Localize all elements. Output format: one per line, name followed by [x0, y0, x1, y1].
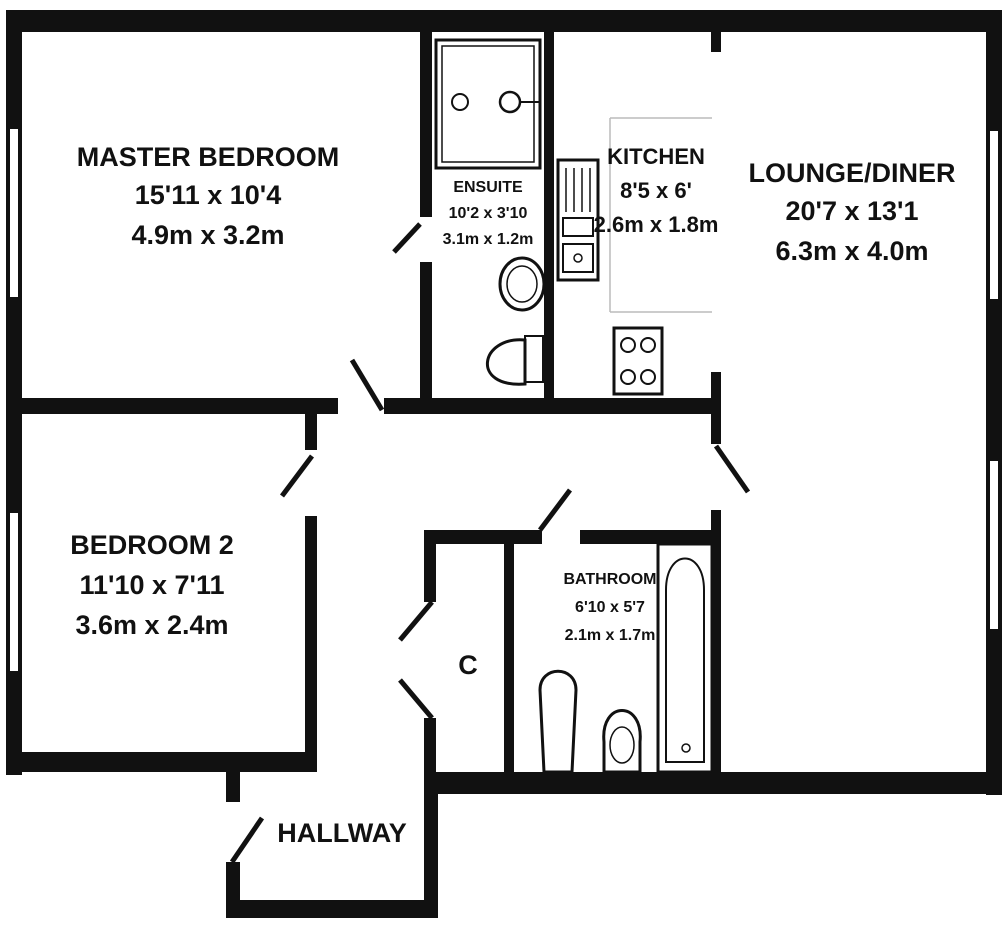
- ensuite-basin: [498, 256, 546, 312]
- room-hallway: HALLWAY: [277, 818, 407, 848]
- room-kitchen: KITCHEN 8'5 x 6' 2.6m x 1.8m: [594, 144, 719, 237]
- kitchen-counter: [609, 117, 712, 313]
- room-cupboard: C: [458, 650, 478, 680]
- room-size-imperial: 15'11 x 10'4: [135, 180, 281, 210]
- kitchen-sink: [556, 158, 600, 282]
- room-bedroom-2: BEDROOM 2 11'10 x 7'11 3.6m x 2.4m: [70, 530, 234, 640]
- doors: [229, 222, 751, 864]
- room-size-metric: 6.3m x 4.0m: [775, 236, 928, 266]
- room-size-imperial: 20'7 x 13'1: [786, 196, 919, 226]
- room-size-metric: 2.1m x 1.7m: [565, 627, 656, 644]
- room-bathroom: BATHROOM 6'10 x 5'7 2.1m x 1.7m: [563, 571, 656, 644]
- room-name: HALLWAY: [277, 818, 407, 848]
- bathtub: [656, 542, 714, 774]
- room-size-metric: 3.6m x 2.4m: [75, 610, 228, 640]
- room-size-metric: 4.9m x 3.2m: [131, 220, 284, 250]
- ensuite-toilet: [485, 335, 544, 386]
- hob: [612, 326, 664, 396]
- bathroom-toilet: [538, 669, 578, 774]
- room-size-imperial: 8'5 x 6': [620, 178, 692, 203]
- room-name: ENSUITE: [453, 179, 523, 196]
- room-name: MASTER BEDROOM: [77, 142, 340, 172]
- room-size-metric: 2.6m x 1.8m: [594, 212, 719, 237]
- room-size-metric: 3.1m x 1.2m: [443, 231, 534, 248]
- room-master-bedroom: MASTER BEDROOM 15'11 x 10'4 4.9m x 3.2m: [77, 142, 340, 250]
- room-size-imperial: 6'10 x 5'7: [575, 599, 645, 616]
- room-name: LOUNGE/DINER: [748, 158, 955, 188]
- room-name: BATHROOM: [563, 571, 656, 588]
- bathroom-basin: [602, 709, 642, 774]
- room-name: C: [458, 650, 478, 680]
- room-size-imperial: 10'2 x 3'10: [449, 205, 528, 222]
- room-name: BEDROOM 2: [70, 530, 234, 560]
- room-ensuite: ENSUITE 10'2 x 3'10 3.1m x 1.2m: [443, 179, 534, 248]
- room-size-imperial: 11'10 x 7'11: [80, 570, 225, 600]
- windows: [8, 127, 1000, 673]
- internal-walls: [6, 32, 721, 778]
- room-lounge-diner: LOUNGE/DINER 20'7 x 13'1 6.3m x 4.0m: [748, 158, 955, 266]
- room-name: KITCHEN: [607, 144, 705, 169]
- shower-tray: [434, 38, 542, 170]
